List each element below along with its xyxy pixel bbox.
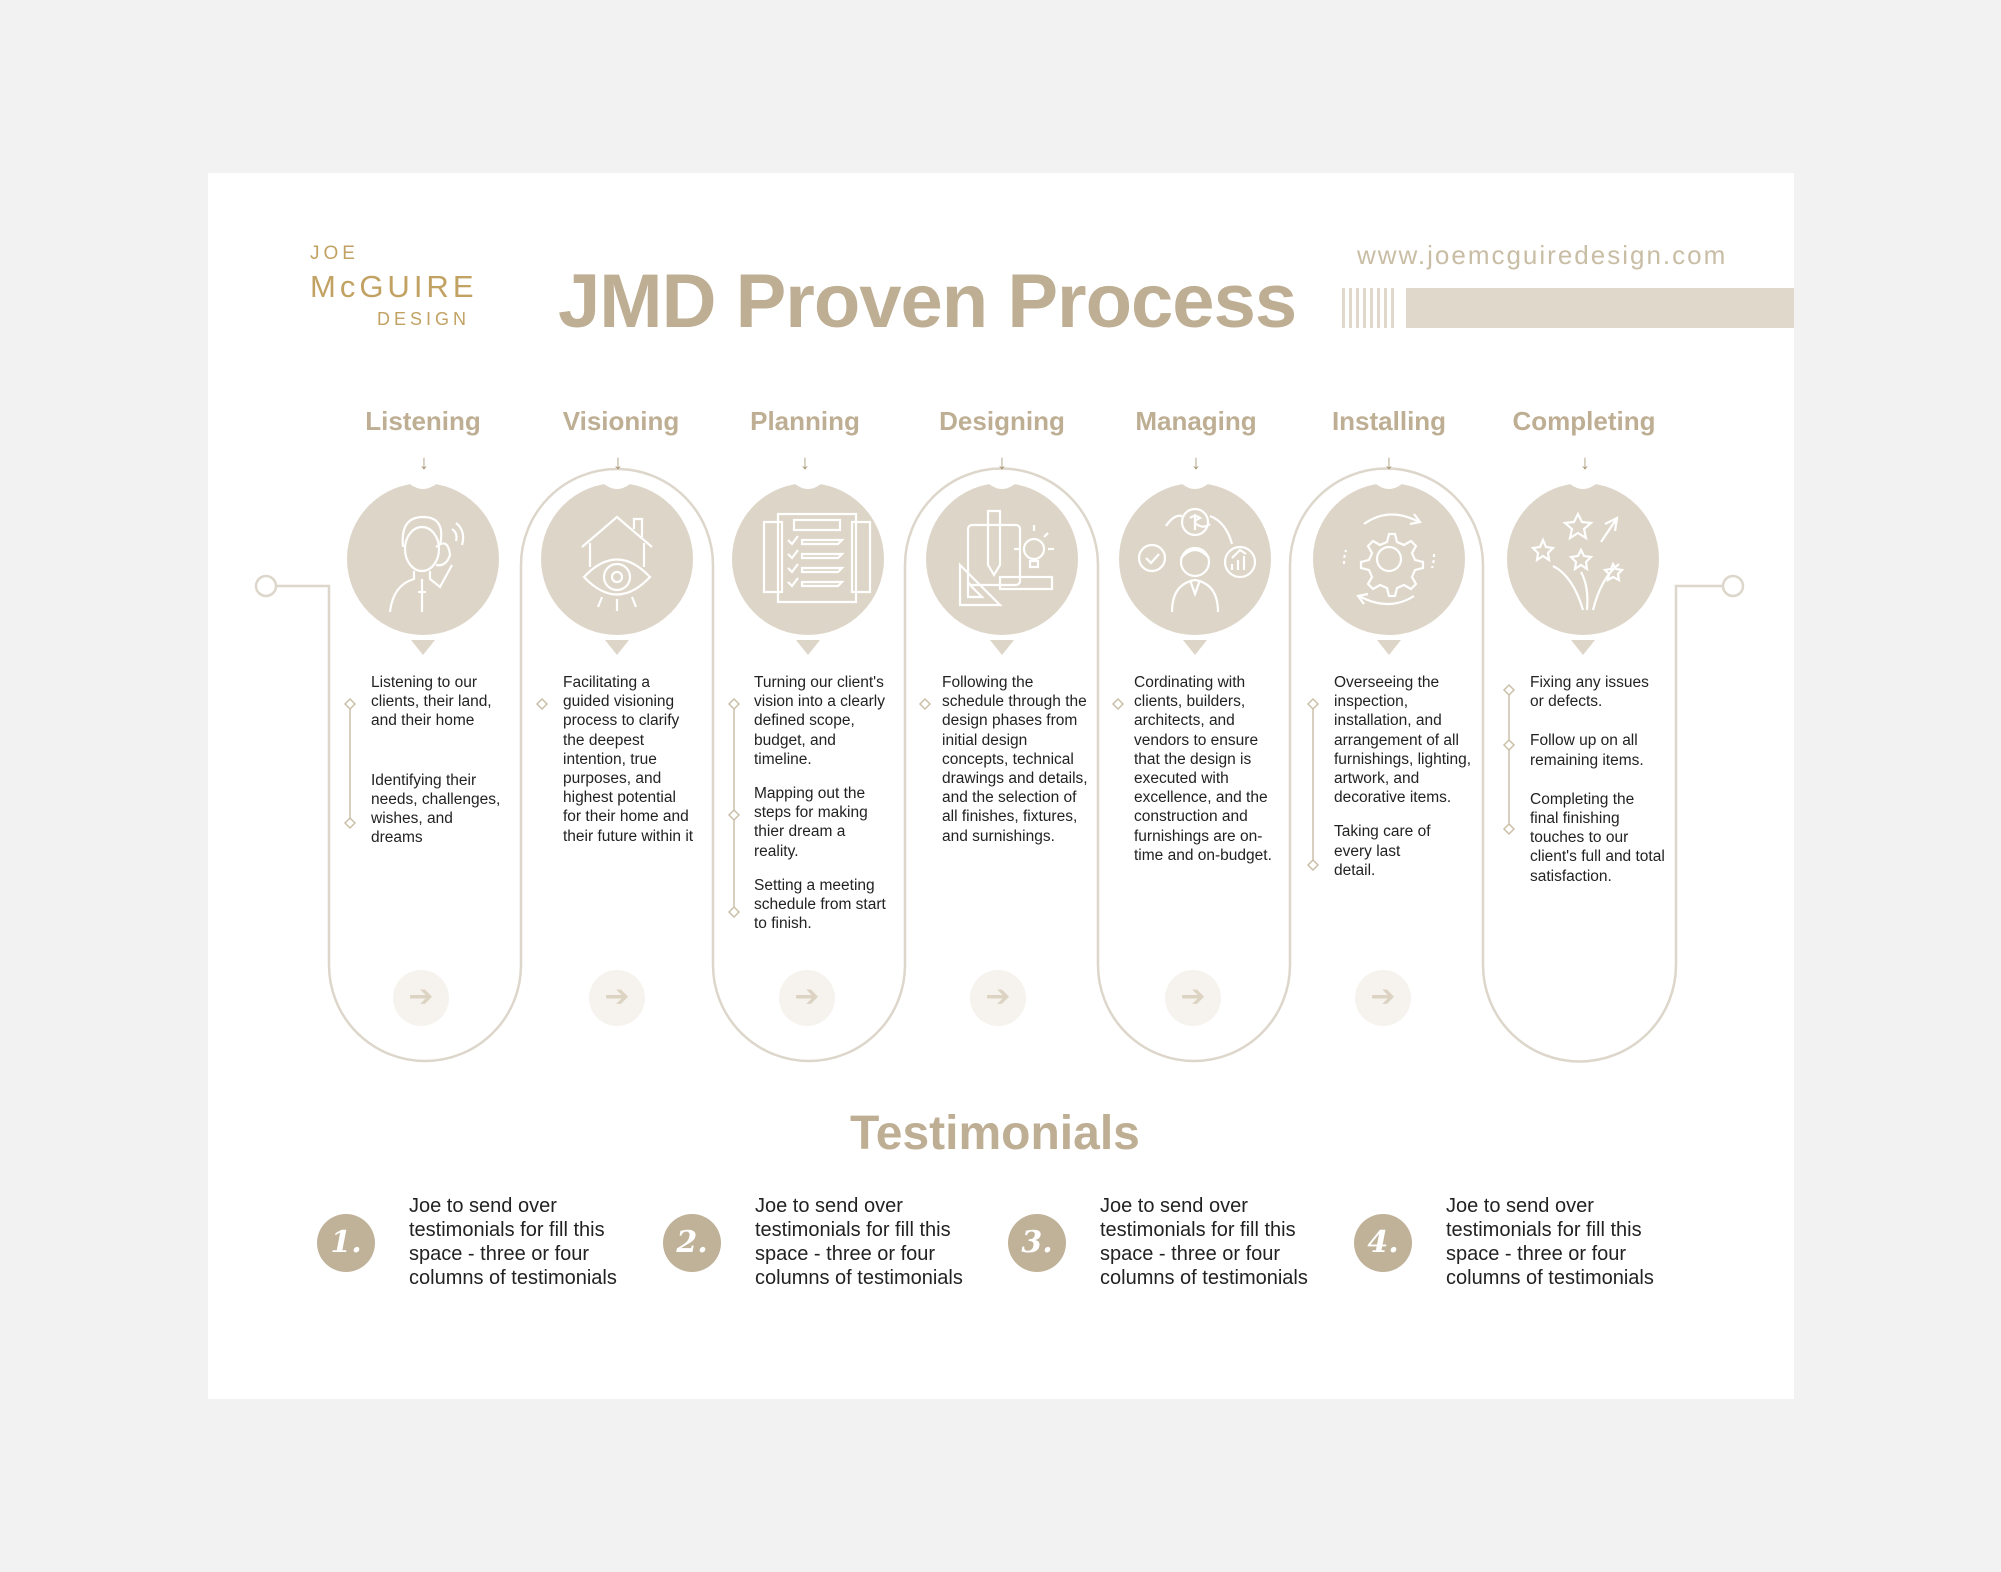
step-desc-installing: Overseeing the inspection, installation,… — [1334, 673, 1476, 880]
arrow-down-icon: ↓ — [1191, 452, 1201, 474]
step-paragraph: Taking care of every last detail. — [1334, 823, 1431, 879]
step-desc-designing: Following the schedule through the desig… — [942, 673, 1092, 846]
testimonial-number: 1. — [317, 1214, 375, 1272]
checklist-icon — [762, 512, 872, 604]
testimonial-number: 3. — [1008, 1214, 1066, 1272]
step-desc-visioning: Facilitating a guided visioning process … — [563, 673, 695, 846]
step-paragraph: Cordinating with clients, builders, arch… — [1134, 674, 1272, 864]
step-paragraph: Fixing any issues or defects. — [1530, 674, 1649, 711]
step-label-completing: Completing — [1512, 406, 1656, 436]
next-arrow-icon: ➔ — [589, 970, 645, 1026]
arrow-down-icon: ↓ — [1580, 452, 1590, 474]
step-desc-planning: Turning our client's vision into a clear… — [754, 673, 889, 933]
house-eye-icon — [581, 515, 653, 611]
step-paragraph: Follow up on all remaining items. — [1530, 732, 1644, 769]
step-paragraph: Following the schedule through the desig… — [942, 674, 1088, 845]
testimonial-text: Joe to send over testimonials for fill t… — [409, 1195, 617, 1289]
arrow-down-icon: ↓ — [997, 452, 1007, 474]
gear-cycle-icon — [1342, 513, 1436, 606]
step-paragraph: Turning our client's vision into a clear… — [754, 674, 885, 768]
step-label-planning: Planning — [750, 406, 860, 436]
step-desc-completing: Fixing any issues or defects. Follow up … — [1530, 673, 1665, 886]
step-paragraph: Completing the final finishing touches t… — [1530, 790, 1665, 885]
testimonial-number: 4. — [1354, 1214, 1412, 1272]
logo-line-mcguire: McGUIRE — [310, 269, 478, 304]
step-paragraph: Setting a meeting schedule from start to… — [754, 876, 886, 933]
stars-icon — [1530, 511, 1625, 611]
next-arrow-icon: ➔ — [970, 970, 1026, 1026]
website-url: www.joemcguiredesign.com — [1357, 240, 1728, 270]
step-label-designing: Designing — [939, 406, 1065, 436]
manager-icon — [1137, 507, 1257, 613]
testimonial-number: 2. — [663, 1214, 721, 1272]
page-title: JMD Proven Process — [558, 259, 1297, 344]
arrow-down-icon: ↓ — [1384, 452, 1394, 474]
step-label-listening: Listening — [365, 406, 481, 436]
arrow-down-icon: ↓ — [613, 452, 623, 474]
next-arrow-icon: ➔ — [393, 970, 449, 1026]
step-paragraph: Facilitating a guided visioning process … — [563, 674, 694, 845]
listening-person-icon — [388, 515, 465, 613]
testimonial-text: Joe to send over testimonials for fill t… — [1100, 1195, 1308, 1289]
arrow-down-icon: ↓ — [419, 452, 429, 474]
logo-line-design: DESIGN — [377, 309, 471, 329]
logo-line-joe: JOE — [310, 243, 359, 264]
testimonial-text: Joe to send over testimonials for fill t… — [755, 1195, 963, 1289]
step-paragraph: Listening to our clients, their land, an… — [371, 674, 492, 730]
next-arrow-icon: ➔ — [1165, 970, 1221, 1026]
design-tools-icon — [958, 509, 1054, 607]
next-arrow-icon: ➔ — [779, 970, 835, 1026]
next-arrow-icon: ➔ — [1355, 970, 1411, 1026]
decorative-stripes — [1342, 288, 1397, 328]
arrow-down-icon: ↓ — [800, 452, 810, 474]
step-desc-managing: Cordinating with clients, builders, arch… — [1134, 673, 1284, 865]
testimonial-text: Joe to send over testimonials for fill t… — [1446, 1195, 1654, 1289]
step-paragraph: Mapping out the steps for making thier d… — [754, 785, 868, 860]
step-label-installing: Installing — [1331, 406, 1447, 436]
decorative-bar — [1406, 288, 1794, 328]
step-desc-listening: Listening to our clients, their land, an… — [371, 673, 501, 847]
step-label-visioning: Visioning — [562, 406, 680, 436]
step-label-managing: Managing — [1135, 406, 1257, 436]
step-paragraph: Identifying their needs, challenges, wis… — [371, 771, 501, 847]
testimonials-heading: Testimonials — [850, 1107, 1140, 1160]
step-paragraph: Overseeing the inspection, installation,… — [1334, 674, 1471, 807]
document-page — [208, 173, 1794, 1399]
